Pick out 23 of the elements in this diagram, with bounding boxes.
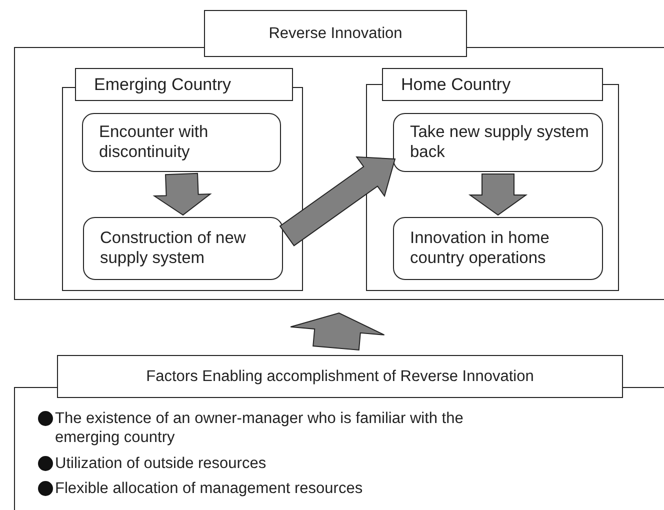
bullet-text: Utilization of outside resources (55, 454, 266, 474)
frame-title: Home Country (382, 68, 603, 101)
process-text: Innovation in home country operations (410, 228, 550, 268)
process-box (393, 217, 603, 280)
process-text: Construction of new supply system (100, 228, 247, 268)
block-arrow (279, 156, 396, 246)
block-arrow (290, 312, 385, 351)
process-box (82, 113, 281, 172)
bullet-text: Flexible allocation of management resources (55, 479, 363, 498)
frame (14, 10, 664, 300)
frame (14, 355, 664, 510)
block-arrow (468, 174, 528, 216)
frame-title: Factors Enabling accomplishment of Reverse Innovation (57, 355, 623, 398)
process-text: Encounter with discontinuity (99, 122, 210, 162)
frame-title: Reverse Innovation (204, 10, 467, 57)
frame-title: Emerging Country (75, 68, 293, 101)
frame (62, 68, 303, 291)
frame (366, 68, 619, 291)
process-text: Take new supply system back (410, 122, 590, 162)
process-box (83, 217, 283, 280)
block-arrow (152, 172, 212, 216)
process-box (393, 113, 603, 172)
bullet-text: The existence of an owner-manager who is familiar with the emerging country (55, 409, 464, 448)
